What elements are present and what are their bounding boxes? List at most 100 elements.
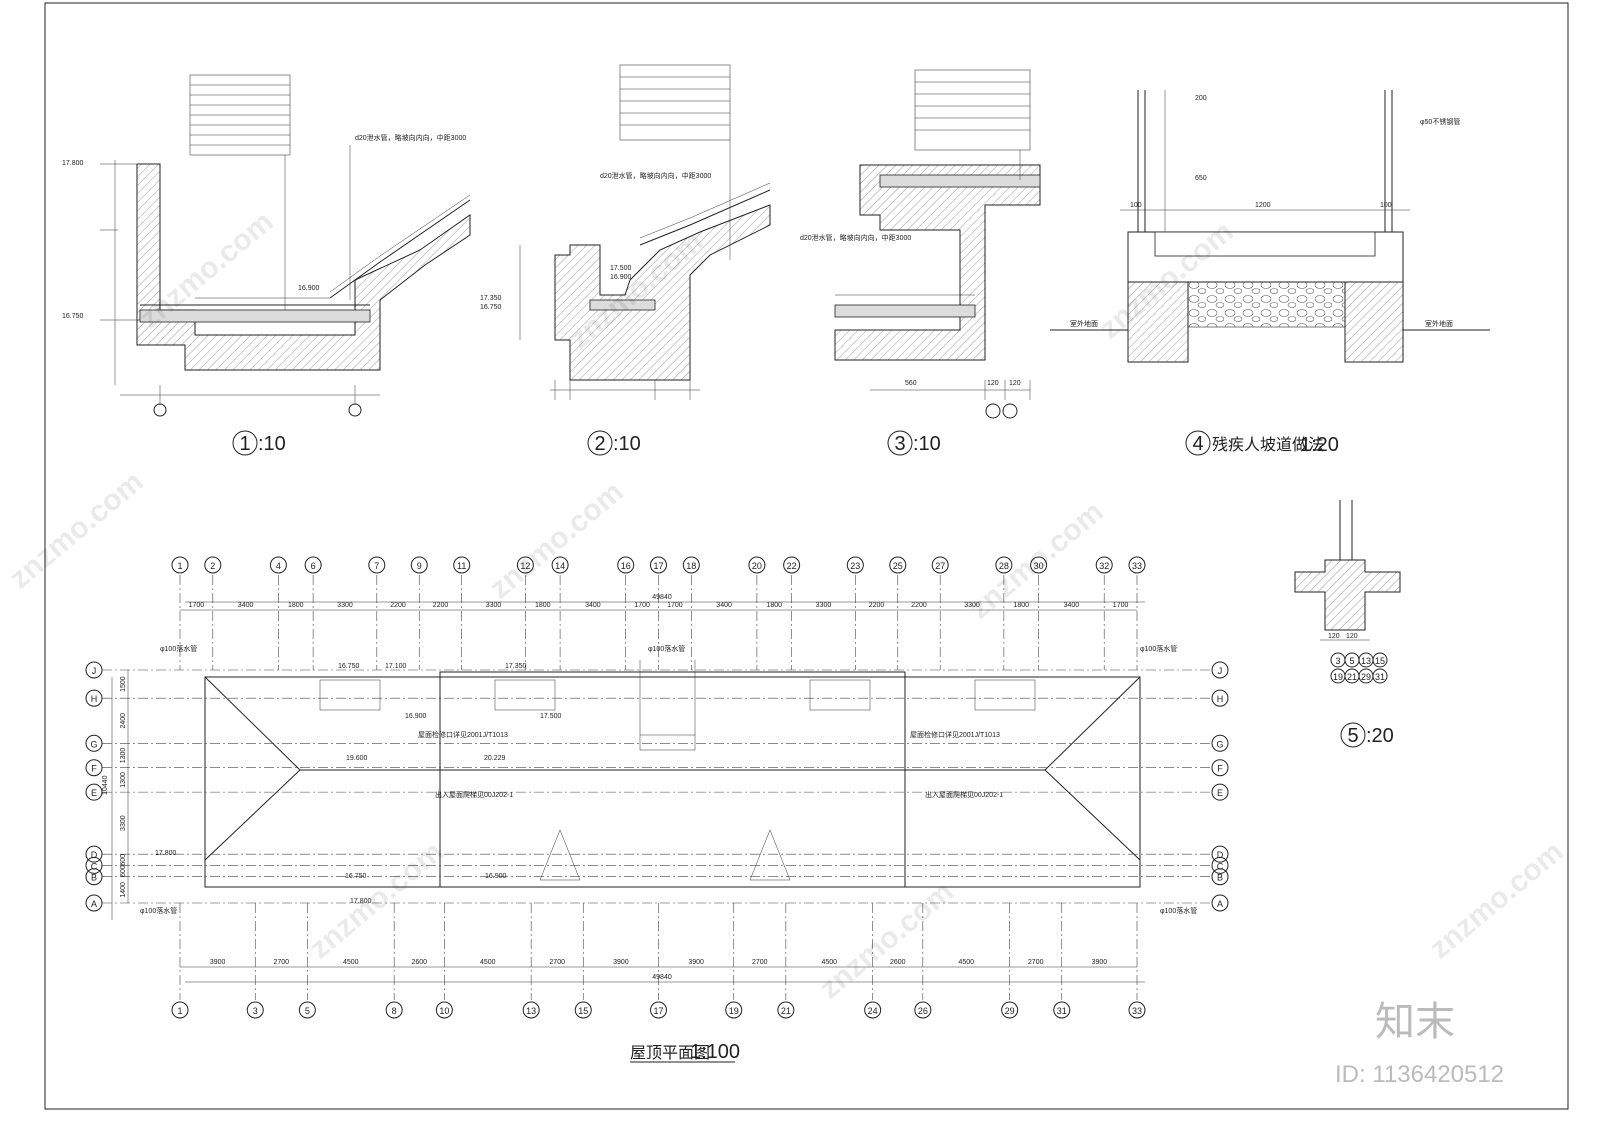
axis-label: 28 bbox=[999, 561, 1009, 571]
dim-label: 4500 bbox=[958, 959, 974, 966]
detail-4-label: 100 bbox=[1130, 202, 1142, 209]
plan-scale: 1:100 bbox=[690, 1041, 740, 1063]
dim-label: 4500 bbox=[343, 959, 359, 966]
axis-bubble bbox=[995, 556, 1013, 574]
axis-label: 4 bbox=[276, 561, 281, 571]
plan-overall-rows: 10440 bbox=[102, 775, 109, 795]
detail-4-label: 室外地面 bbox=[1425, 319, 1453, 328]
axis-label: 14 bbox=[555, 561, 565, 571]
axis-bubble bbox=[85, 845, 103, 863]
plan-annotation: φ100落水管 bbox=[160, 644, 197, 653]
dim-label: 3300 bbox=[486, 602, 502, 609]
axis-bubble bbox=[1211, 734, 1229, 752]
plan-total-dim-bottom: 49840 bbox=[652, 974, 672, 981]
dim-label: 3900 bbox=[1092, 959, 1108, 966]
dim-label: 1800 bbox=[535, 602, 551, 609]
watermark-text: znzmo.com bbox=[963, 495, 1109, 625]
axis-bubble bbox=[522, 1001, 540, 1019]
axis-label: 20 bbox=[752, 561, 762, 571]
detail-1-number: 1 bbox=[239, 433, 250, 455]
detail-2-marker bbox=[587, 430, 613, 456]
plan-annotation: 屋面检修口详见2001J/T1013 bbox=[910, 730, 1000, 739]
dim-label: 1500 bbox=[120, 676, 127, 692]
dim-label: 1800 bbox=[766, 602, 782, 609]
detail-1-scale: :10 bbox=[258, 433, 286, 455]
axis-bubble bbox=[931, 556, 949, 574]
axis-label: 33 bbox=[1132, 561, 1142, 571]
axis-label: 1 bbox=[177, 561, 182, 571]
detail-2-label: d20泄水管，略坡向内向，中距3000 bbox=[600, 171, 711, 180]
axis-bubble bbox=[1211, 661, 1229, 679]
detail-4-label: 200 bbox=[1195, 95, 1207, 102]
detail-3-number: 3 bbox=[894, 433, 905, 455]
detail-4-scale: 1:20 bbox=[1300, 434, 1339, 456]
detail-5: 120 120 3 5 13 15 19 21 29 31 5 :20 bbox=[1294, 500, 1401, 748]
dim-label: 3300 bbox=[964, 602, 980, 609]
axis-label: 11 bbox=[457, 561, 466, 571]
axis-bubble bbox=[1053, 1001, 1071, 1019]
plan-annotation: 16.900 bbox=[485, 873, 507, 880]
detail-4-title: 残疾人坡道做法 bbox=[1212, 436, 1324, 454]
detail-4-label: 650 bbox=[1195, 175, 1207, 182]
plan-annotation: 16.900 bbox=[405, 713, 427, 720]
axis-label: D bbox=[91, 850, 98, 860]
detail-3-label: d20泄水管，略坡向内向，中距3000 bbox=[800, 233, 911, 242]
detail-5-axis: 3 bbox=[1335, 656, 1340, 666]
axis-bubble bbox=[1211, 868, 1229, 886]
axis-bubble bbox=[298, 1001, 316, 1019]
detail-2-scale: :10 bbox=[613, 433, 641, 455]
dim-label: 1700 bbox=[1113, 602, 1129, 609]
axis-bubble bbox=[246, 1001, 264, 1019]
axis-bubble bbox=[1128, 1001, 1146, 1019]
axis-label: J bbox=[92, 666, 97, 676]
axis-bubble bbox=[1095, 556, 1113, 574]
watermark-text: znzmo.com bbox=[1423, 835, 1569, 965]
sheet-border bbox=[44, 2, 1569, 1110]
detail-2-label: 16.750 bbox=[480, 304, 502, 311]
axis-bubble bbox=[85, 856, 103, 874]
axis-bubble bbox=[385, 1001, 403, 1019]
axis-label: B bbox=[91, 873, 97, 883]
axis-bubble bbox=[682, 556, 700, 574]
axis-bubble bbox=[85, 661, 103, 679]
axis-bubble bbox=[171, 556, 189, 574]
detail-5-axis: 29 bbox=[1361, 672, 1371, 682]
watermark-text: znzmo.com bbox=[483, 475, 629, 605]
axis-label: 33 bbox=[1132, 1006, 1142, 1016]
dim-label: 3400 bbox=[238, 602, 254, 609]
dim-label: 1300 bbox=[120, 772, 127, 788]
detail-4-label: 1200 bbox=[1255, 202, 1271, 209]
axis-label: 27 bbox=[935, 561, 945, 571]
axis-label: F bbox=[91, 764, 97, 774]
axis-bubble bbox=[617, 556, 635, 574]
axis-bubble bbox=[889, 556, 907, 574]
detail-5-label: 120 bbox=[1328, 633, 1340, 640]
axis-label: 3 bbox=[253, 1006, 258, 1016]
watermark-text: znzmo.com bbox=[3, 465, 149, 595]
axis-label: G bbox=[90, 739, 97, 749]
axis-label: 19 bbox=[729, 1006, 739, 1016]
dim-label: 2600 bbox=[890, 959, 906, 966]
detail-5-axis: 13 bbox=[1361, 656, 1371, 666]
dim-label: 1400 bbox=[120, 882, 127, 898]
plan-annotation: 20.229 bbox=[484, 755, 506, 762]
axis-label: G bbox=[1216, 739, 1223, 749]
axis-bubble bbox=[171, 1001, 189, 1019]
axis-bubble bbox=[453, 556, 471, 574]
axis-bubble bbox=[410, 556, 428, 574]
axis-bubble bbox=[551, 556, 569, 574]
plan-annotation: 16.750 bbox=[345, 873, 367, 880]
axis-label: H bbox=[91, 694, 98, 704]
detail-5-axis: 15 bbox=[1375, 656, 1385, 666]
plan-annotation: φ100落水管 bbox=[1140, 644, 1177, 653]
axis-label: 25 bbox=[893, 561, 903, 571]
axis-label: A bbox=[1217, 899, 1223, 909]
axis-label: B bbox=[1217, 873, 1223, 883]
axis-bubble bbox=[435, 1001, 453, 1019]
axis-bubble bbox=[650, 556, 667, 574]
axis-bubble bbox=[304, 556, 322, 574]
axis-label: 12 bbox=[520, 561, 530, 571]
dim-label: 2200 bbox=[433, 602, 449, 609]
axis-label: 10 bbox=[439, 1006, 449, 1016]
